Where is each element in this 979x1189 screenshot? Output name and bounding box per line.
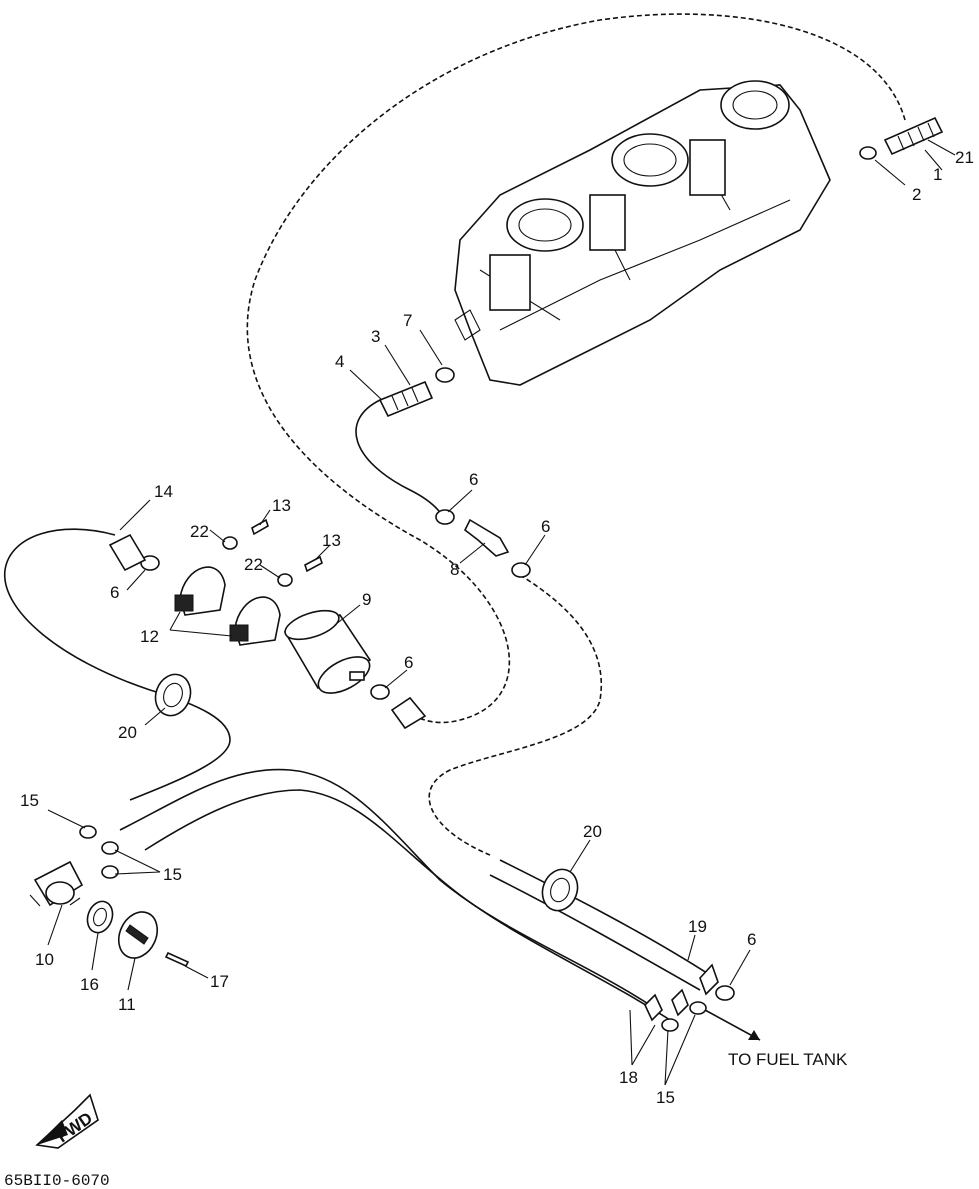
part-label-11: 11 <box>118 995 136 1014</box>
part-label-6-b: 6 <box>541 517 550 536</box>
part-label-8: 8 <box>450 560 459 579</box>
part-label-20-b: 20 <box>583 822 602 841</box>
fuel-hose-joint-to-tank <box>428 574 603 856</box>
to-fuel-tank-arrow <box>704 1009 761 1041</box>
fuel-hose-left-loop <box>4 528 231 801</box>
part-label-20-a: 20 <box>118 723 137 742</box>
clip-6-a <box>435 509 455 525</box>
grommet-20-a <box>154 673 192 717</box>
part-label-7: 7 <box>403 311 412 330</box>
part-label-2: 2 <box>912 185 921 204</box>
part-label-13-b: 13 <box>322 531 341 550</box>
clip-15-d <box>661 1018 679 1032</box>
part-label-12: 12 <box>140 627 159 646</box>
part-label-17: 17 <box>210 972 229 991</box>
clip-15-e <box>689 1001 707 1015</box>
part-label-1: 1 <box>933 165 942 184</box>
part-label-14: 14 <box>154 482 173 501</box>
clip-15-c <box>101 865 119 879</box>
part-label-19: 19 <box>688 917 707 936</box>
clip-6-e <box>715 985 735 1001</box>
fuel-hose-to-tank-lower <box>144 789 671 1021</box>
part-label-22-b: 22 <box>244 555 263 574</box>
fuel-hose-to-tank-third <box>499 859 711 976</box>
screw-13-b <box>304 555 323 573</box>
part-label-18: 18 <box>619 1068 638 1087</box>
part-label-15-a: 15 <box>20 791 39 810</box>
clip-6-b <box>511 562 531 578</box>
bracket-12-a <box>174 566 226 616</box>
part-label-21: 21 <box>955 148 974 167</box>
to-fuel-tank-label: TO FUEL TANK <box>728 1050 848 1069</box>
grommet-20-b <box>541 868 579 912</box>
fuel-cock-10 <box>29 860 84 907</box>
part-label-13-a: 13 <box>272 496 291 515</box>
clip-7 <box>435 367 455 383</box>
clip-15-a <box>79 825 97 839</box>
part-label-4: 4 <box>335 352 344 371</box>
part-label-6-d: 6 <box>404 653 413 672</box>
clip-15-b <box>101 841 119 855</box>
fuel-hose-to-tank-third-b <box>489 874 701 991</box>
ring-16 <box>86 900 114 934</box>
hose-19-end <box>699 963 719 996</box>
fuel-hose-to-tank-upper <box>119 768 651 1006</box>
leader-lines <box>47 139 956 1086</box>
part-label-15-b: 15 <box>163 865 182 884</box>
hose-joint-8 <box>463 518 510 557</box>
knob-11 <box>117 911 159 959</box>
part-label-22-a: 22 <box>190 522 209 541</box>
hose-18-end-a <box>644 993 663 1022</box>
part-label-3: 3 <box>371 327 380 346</box>
hose-fitting-4 <box>378 380 434 418</box>
fuel-filter-9 <box>283 609 372 694</box>
screw-13-a <box>251 518 269 536</box>
hose-fitting-21 <box>883 116 944 156</box>
clip-2 <box>859 146 877 160</box>
washer-22-a <box>222 536 238 550</box>
part-label-6-c: 6 <box>110 583 119 602</box>
part-label-9: 9 <box>362 590 371 609</box>
part-label-10: 10 <box>35 950 54 969</box>
part-label-15-c: 15 <box>656 1088 675 1107</box>
fwd-arrow-icon <box>35 1093 99 1149</box>
hose-end-filter-out <box>390 696 427 730</box>
part-label-6-a: 6 <box>469 470 478 489</box>
hose-18-end-b <box>671 988 689 1017</box>
clip-6-d <box>370 684 390 700</box>
part-label-16: 16 <box>80 975 99 994</box>
washer-22-b <box>277 573 293 587</box>
fuel-hose-carb-to-joint <box>355 399 446 521</box>
bracket-12-b <box>229 596 281 646</box>
hose-14-end <box>108 533 147 572</box>
screw-17 <box>164 951 190 968</box>
fuel-hose-long-loop <box>246 13 906 724</box>
drawing-code: 65BII0-6070 <box>4 1172 110 1189</box>
part-label-6-e: 6 <box>747 930 756 949</box>
carburetor-assembly <box>454 80 831 386</box>
